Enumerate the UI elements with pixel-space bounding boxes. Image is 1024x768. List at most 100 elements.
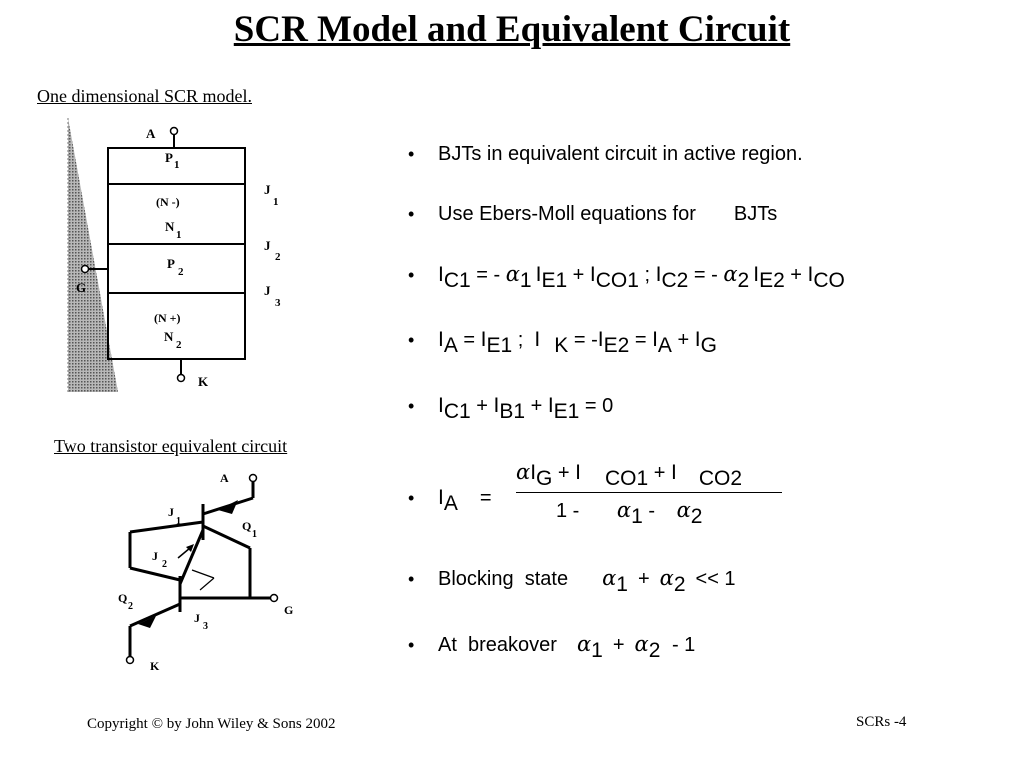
junction-j1-sub: 1 xyxy=(273,196,279,208)
equiv-j2-sub: 2 xyxy=(162,559,167,570)
layer-n1-label: N xyxy=(165,219,175,234)
current-symbol: I xyxy=(438,486,444,509)
current-symbol: I xyxy=(438,263,444,286)
gate-terminal xyxy=(80,264,90,274)
junction-j2-sub: 2 xyxy=(275,251,281,263)
bullet-marker: • xyxy=(408,569,415,589)
bullet-1: • BJTs in equivalent circuit in active r… xyxy=(408,143,803,166)
operator: = - xyxy=(470,264,506,286)
equiv-cathode-label: K xyxy=(150,659,160,673)
current-symbol: I xyxy=(652,328,658,351)
equiv-j1-label: J xyxy=(168,505,174,519)
bullet-marker: • xyxy=(408,635,415,655)
operator: + xyxy=(784,264,808,286)
operator: + xyxy=(525,395,548,417)
alpha-symbol: α xyxy=(616,498,632,522)
current-symbol: I xyxy=(493,394,500,417)
subscript: 2 xyxy=(673,573,686,596)
subscript: B1 xyxy=(499,400,526,423)
anode-label: A xyxy=(146,126,156,141)
subscript: K xyxy=(554,334,569,357)
fraction-bar xyxy=(516,492,782,493)
q1-emitter-arrow xyxy=(218,500,238,514)
operator: + xyxy=(648,462,671,484)
bullet-1-text: BJTs in equivalent circuit in active reg… xyxy=(438,143,803,165)
operator: = - xyxy=(688,264,724,286)
bullet-marker: • xyxy=(408,265,415,285)
equiv-gate-label: G xyxy=(284,603,293,617)
layer-p2-sub: 2 xyxy=(178,266,184,278)
relation: << 1 xyxy=(695,568,736,590)
separator: ; xyxy=(512,329,535,351)
operator: = xyxy=(629,329,653,351)
junction-j3-sub: 3 xyxy=(275,297,281,309)
operator: + xyxy=(671,329,695,351)
subscript: C1 xyxy=(443,400,471,423)
layer-n1-sub: 1 xyxy=(176,229,182,241)
subscript: CO xyxy=(813,269,845,292)
q2-sub: 2 xyxy=(128,601,133,612)
subscript: C1 xyxy=(443,269,471,292)
subscript: E1 xyxy=(541,269,568,292)
alpha-symbol: α xyxy=(602,566,617,590)
gate-label: G xyxy=(76,280,86,295)
layer-n1-doping: (N -) xyxy=(156,195,180,209)
operator: + xyxy=(567,264,590,286)
q1-collector xyxy=(202,524,251,550)
subscript: 2 xyxy=(737,269,750,292)
layer-n2-doping: (N +) xyxy=(154,311,181,325)
subscript: C2 xyxy=(661,269,689,292)
bullet-2: • Use Ebers-Moll equations for BJTs xyxy=(408,203,777,226)
subscript: CO1 xyxy=(605,467,649,490)
equiv-cathode-terminal xyxy=(125,655,135,665)
equiv-j3-label: J xyxy=(194,611,200,625)
layer-n2-sub: 2 xyxy=(176,339,182,351)
anode-terminal xyxy=(169,126,179,136)
current-symbol: I xyxy=(438,394,444,417)
scr-body xyxy=(107,147,246,360)
operator: = - xyxy=(568,329,598,351)
copyright-footer: Copyright © by John Wiley & Sons 2002 xyxy=(87,716,336,732)
bullet-7-text: Blocking state xyxy=(438,568,569,590)
bullet-2-text-end: BJTs xyxy=(733,203,778,225)
current-symbol: I xyxy=(589,263,596,286)
current-symbol: I xyxy=(753,263,760,286)
bullet-marker: • xyxy=(408,204,415,224)
current-symbol: I xyxy=(575,461,582,484)
operator: + xyxy=(470,395,494,417)
current-symbol: I xyxy=(547,394,554,417)
scr-model-diagram: A G K P 1 (N -) N 1 P 2 (N +) N 2 J 1 J … xyxy=(67,118,281,392)
two-transistor-diagram: A K G Q 1 Q 2 J 1 J 2 J 3 xyxy=(118,471,293,673)
subscript: 2 xyxy=(690,505,703,528)
alpha-symbol: α xyxy=(516,460,531,484)
operator: - xyxy=(642,500,661,522)
equiv-gate-terminal xyxy=(269,593,279,603)
subscript: A xyxy=(657,334,672,357)
equiv-anode-label: A xyxy=(220,471,229,485)
subscript: A xyxy=(443,492,458,515)
alpha-symbol: α xyxy=(659,566,674,590)
current-symbol: I xyxy=(597,328,604,351)
bullet-marker: • xyxy=(408,488,415,508)
equiv-j2-label: J xyxy=(152,549,158,563)
subscript: CO1 xyxy=(595,269,639,292)
operator: = xyxy=(457,329,481,351)
q1-label: Q xyxy=(242,519,251,533)
operator: + xyxy=(637,568,650,590)
subscript: 1 xyxy=(631,505,643,528)
operator: + xyxy=(612,634,625,656)
layer-n2-label: N xyxy=(164,329,174,344)
current-symbol: I xyxy=(671,461,677,484)
model-heading: One dimensional SCR model. xyxy=(37,86,252,106)
junction-j1-label: J xyxy=(264,182,271,197)
equiv-j3-sub: 3 xyxy=(203,621,208,632)
relation: - 1 xyxy=(666,634,696,656)
junction-j2-label: J xyxy=(264,238,271,253)
q2-label: Q xyxy=(118,591,127,605)
